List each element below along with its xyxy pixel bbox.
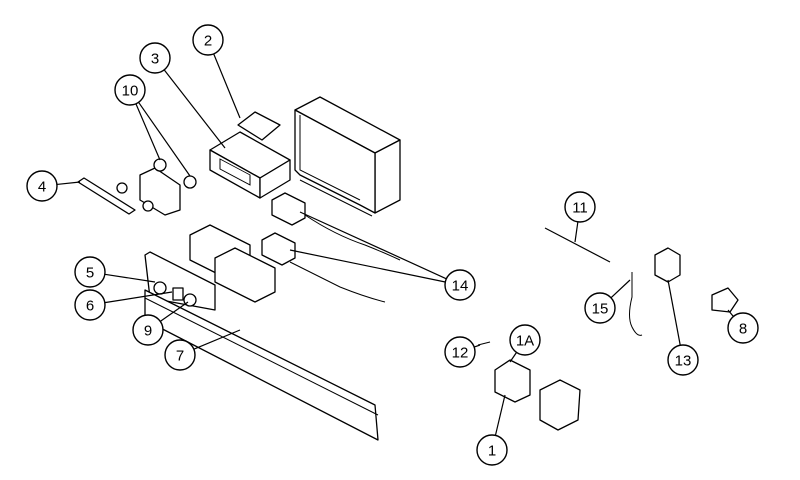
callout-circle [476, 434, 508, 466]
leader-line-2 [213, 53, 241, 119]
callout-circle [444, 336, 476, 368]
callout-6: 6 [74, 289, 106, 321]
callout-label: 10 [122, 83, 139, 100]
leader-line-14 [289, 249, 446, 283]
callout-circle [667, 344, 699, 376]
callout-circle [74, 256, 106, 288]
callout-label: 6 [86, 298, 94, 315]
leader-line-1 [494, 394, 506, 436]
callout-label: 1 [488, 443, 496, 460]
callout-7: 7 [164, 339, 196, 371]
nut [142, 200, 154, 212]
callout-9: 9 [132, 314, 164, 346]
callout-circle [509, 324, 541, 356]
leader-line-14 [299, 211, 447, 280]
callout-circle [444, 269, 476, 301]
callout-label: 15 [592, 301, 609, 318]
leader-line-10 [135, 103, 161, 161]
callout-label: 11 [572, 200, 588, 217]
switch-housing [214, 247, 276, 303]
sensor-wire [304, 214, 401, 261]
callout-label: 3 [151, 51, 159, 68]
callout-4: 4 [26, 170, 58, 202]
callout-3: 3 [139, 42, 171, 74]
callout-5: 5 [74, 256, 106, 288]
callout-circle [584, 292, 616, 324]
circuit-board [237, 111, 281, 141]
callout-circle [164, 339, 196, 371]
callout-12: 12 [444, 336, 476, 368]
callout-label: 12 [452, 345, 469, 362]
control-module [209, 131, 291, 199]
callout-circle [192, 24, 224, 56]
callout-label: 13 [675, 353, 692, 370]
parts-artwork [77, 96, 739, 441]
callout-label: 4 [38, 179, 46, 196]
leader-line-13 [667, 279, 681, 346]
leader-line-15 [610, 279, 631, 299]
callout-11: 11 [564, 191, 596, 223]
callout-15: 15 [584, 292, 616, 324]
callout-1: 1 [476, 434, 508, 466]
callout-circle [139, 42, 171, 74]
callout-circle [26, 170, 58, 202]
callout-circle [727, 312, 759, 344]
leader-line-5 [104, 273, 156, 283]
valve [654, 247, 681, 283]
callout-label: 2 [204, 33, 212, 50]
callout-label: 5 [86, 265, 94, 282]
knob-10b [183, 175, 197, 189]
callout-label: 7 [176, 348, 184, 365]
callout-circle [74, 289, 106, 321]
front-panel [144, 251, 379, 441]
leader-line-11 [574, 221, 579, 243]
callouts: 2 3 10 4 5 6 9 7 14 11 15 13 8 12 1A 1 [26, 24, 759, 466]
callout-10: 10 [114, 74, 146, 106]
transformer [494, 359, 531, 403]
sensor-wire [289, 261, 386, 303]
callout-1A: 1A [509, 324, 541, 356]
leader-line-7 [193, 329, 241, 350]
callout-2: 2 [192, 24, 224, 56]
wire-harness [629, 272, 643, 336]
nut [116, 182, 128, 194]
leader-line-12 [473, 344, 481, 348]
leader-line-8 [727, 309, 734, 317]
callout-13: 13 [667, 344, 699, 376]
callout-14: 14 [444, 269, 476, 301]
knob-10a [153, 158, 167, 172]
leader-lines [56, 53, 734, 436]
callout-circle [132, 314, 164, 346]
key-switch [711, 287, 739, 313]
callout-label: 14 [452, 278, 469, 295]
callout-circle [114, 74, 146, 106]
relay-upper [271, 192, 306, 226]
leader-line-6 [104, 291, 173, 304]
mounting-bracket [77, 177, 136, 215]
leader-line-10 [138, 101, 191, 177]
leader-line-4 [56, 181, 81, 186]
callout-label: 8 [739, 321, 747, 338]
callout-circle [564, 191, 596, 223]
callout-8: 8 [727, 312, 759, 344]
callout-label: 9 [144, 323, 152, 340]
leader-line-9 [159, 301, 189, 322]
relay-lower [261, 232, 296, 266]
callout-label: 1A [516, 333, 534, 350]
mounting-bracket-1 [539, 379, 581, 431]
screw [477, 341, 491, 346]
leader-line-3 [163, 69, 226, 149]
probe-rod [544, 227, 611, 263]
enclosure-box [294, 96, 401, 217]
leader-line-1A [509, 352, 518, 363]
